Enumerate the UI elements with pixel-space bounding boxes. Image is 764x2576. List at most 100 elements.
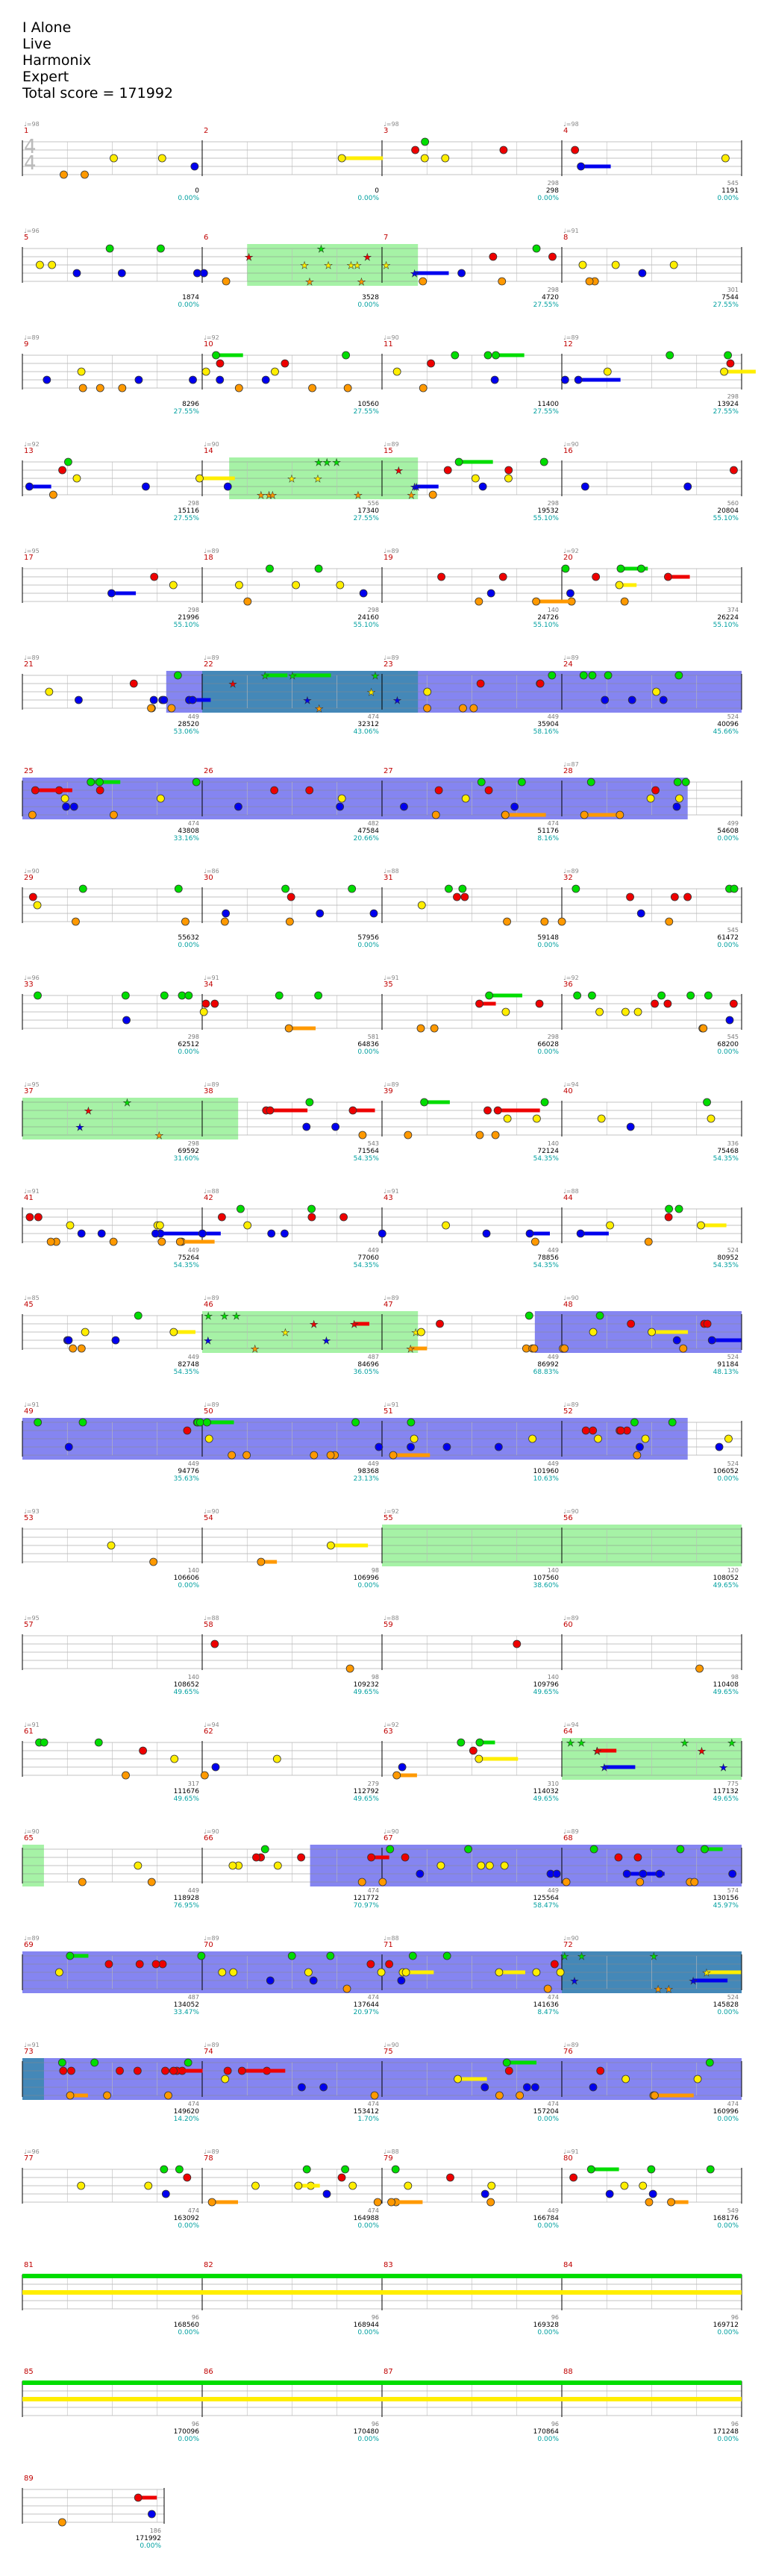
tempo-marking: ♩=89 (563, 334, 579, 341)
star-note: ★ (592, 1746, 601, 1757)
note-gem (122, 1016, 131, 1025)
cumulative-score: 71564 (357, 1148, 379, 1155)
star-note: ★ (245, 252, 254, 263)
note-gem (378, 1878, 387, 1886)
sustain-tail (216, 353, 243, 357)
star-note: ★ (350, 1319, 359, 1331)
measure-base-score: 524 (727, 1247, 739, 1254)
sustain-tail (413, 271, 449, 275)
overdrive-percent: 76.95% (174, 1902, 200, 1910)
total-score: Total score = 171992 (22, 85, 173, 101)
note-gem (359, 589, 368, 598)
note-gem (486, 589, 495, 598)
measure-number: 25 (24, 767, 34, 775)
tempo-marking: ♩=96 (24, 975, 40, 981)
note-gem (434, 786, 443, 795)
note-gem (181, 917, 190, 926)
star-note: ★ (314, 457, 323, 469)
tempo-marking: ♩=89 (24, 1935, 40, 1942)
measure-base-score: 474 (188, 820, 199, 827)
measure-number: 1 (24, 127, 28, 135)
overdrive-percent: 58.47% (533, 1902, 560, 1910)
note-gem (401, 1968, 410, 1977)
star-note: ★ (382, 260, 391, 272)
sustain-tail (173, 2069, 203, 2073)
cumulative-score: 111676 (174, 1788, 200, 1795)
note-gem (302, 2165, 311, 2174)
measure-base-score: 449 (188, 713, 199, 720)
note-gem (627, 695, 636, 704)
cumulative-score: 61472 (717, 934, 739, 942)
note-gem (451, 351, 460, 360)
cumulative-score: 3528 (362, 294, 379, 301)
note-gem (216, 375, 225, 384)
measure-number: 12 (563, 340, 573, 348)
sustain-tail (668, 575, 690, 579)
measure-number: 38 (204, 1087, 213, 1095)
cumulative-score: 130156 (713, 1895, 739, 1902)
sustain-tail (266, 1108, 308, 1113)
note-gem (673, 778, 682, 787)
note-gem (174, 884, 183, 893)
measure-number: 60 (563, 1621, 573, 1629)
note-gem (585, 277, 594, 286)
sustain-tail (692, 1978, 728, 1983)
cumulative-score: 168176 (713, 2215, 739, 2222)
note-gem (525, 1229, 534, 1238)
measure-number: 52 (563, 1407, 573, 1416)
sustain-tail (242, 2069, 286, 2073)
note-gem (644, 1237, 653, 1246)
measure-base-score: 474 (368, 2207, 379, 2214)
note-gem (586, 2165, 595, 2174)
measure-base-score: 96 (731, 2421, 739, 2427)
sustain-tail (604, 1765, 636, 1769)
staff-svg: 441♩=9800.00%200.00%3♩=982982980.00%4♩=9… (22, 121, 742, 202)
tempo-marking: ♩=86 (204, 868, 219, 875)
measure-number: 3 (383, 127, 388, 135)
note-gem (672, 1336, 681, 1345)
measure-number: 89 (24, 2475, 34, 2483)
cumulative-score: 35904 (537, 721, 559, 728)
measure-base-score: 474 (368, 713, 379, 720)
note-gem (216, 359, 225, 368)
note-gem (173, 671, 182, 680)
measure-number: 30 (204, 874, 213, 882)
note-gem (109, 1237, 118, 1246)
cumulative-score: 117132 (713, 1788, 739, 1795)
sustain-tail (391, 2200, 407, 2204)
sustain-tail (331, 1543, 369, 1548)
measure-base-score: 574 (727, 1887, 739, 1894)
note-gem (25, 1213, 34, 1222)
note-gem (469, 1746, 478, 1755)
note-gem (560, 375, 569, 384)
measure-base-score: 449 (548, 713, 559, 720)
note-gem (307, 1204, 316, 1213)
note-gem (601, 695, 610, 704)
measure-number: 76 (563, 2048, 573, 2056)
measure-number: 5 (24, 234, 28, 242)
note-gem (201, 367, 210, 376)
note-gem (676, 1845, 685, 1854)
measure-base-score: 474 (548, 820, 559, 827)
note-gem (81, 1328, 90, 1337)
overdrive-percent: 0.00% (140, 2542, 161, 2550)
sustain-tail (342, 156, 383, 160)
cumulative-score: 163092 (174, 2215, 199, 2222)
note-gem (423, 687, 432, 696)
tempo-marking: ♩=95 (24, 1615, 40, 1622)
tempo-marking: ♩=89 (563, 2042, 579, 2048)
note-gem (667, 2198, 675, 2207)
measure-base-score: 449 (188, 1460, 199, 1467)
note-gem (157, 244, 165, 253)
cumulative-score: 1191 (721, 187, 739, 195)
measure-number: 57 (24, 1621, 34, 1629)
measure-base-score: 524 (727, 1354, 739, 1360)
cumulative-score: 80952 (717, 1254, 739, 1262)
note-gem (342, 1984, 351, 1993)
overdrive-percent: 0.00% (178, 2222, 199, 2230)
note-gem (316, 909, 325, 918)
note-gem (430, 1024, 439, 1033)
